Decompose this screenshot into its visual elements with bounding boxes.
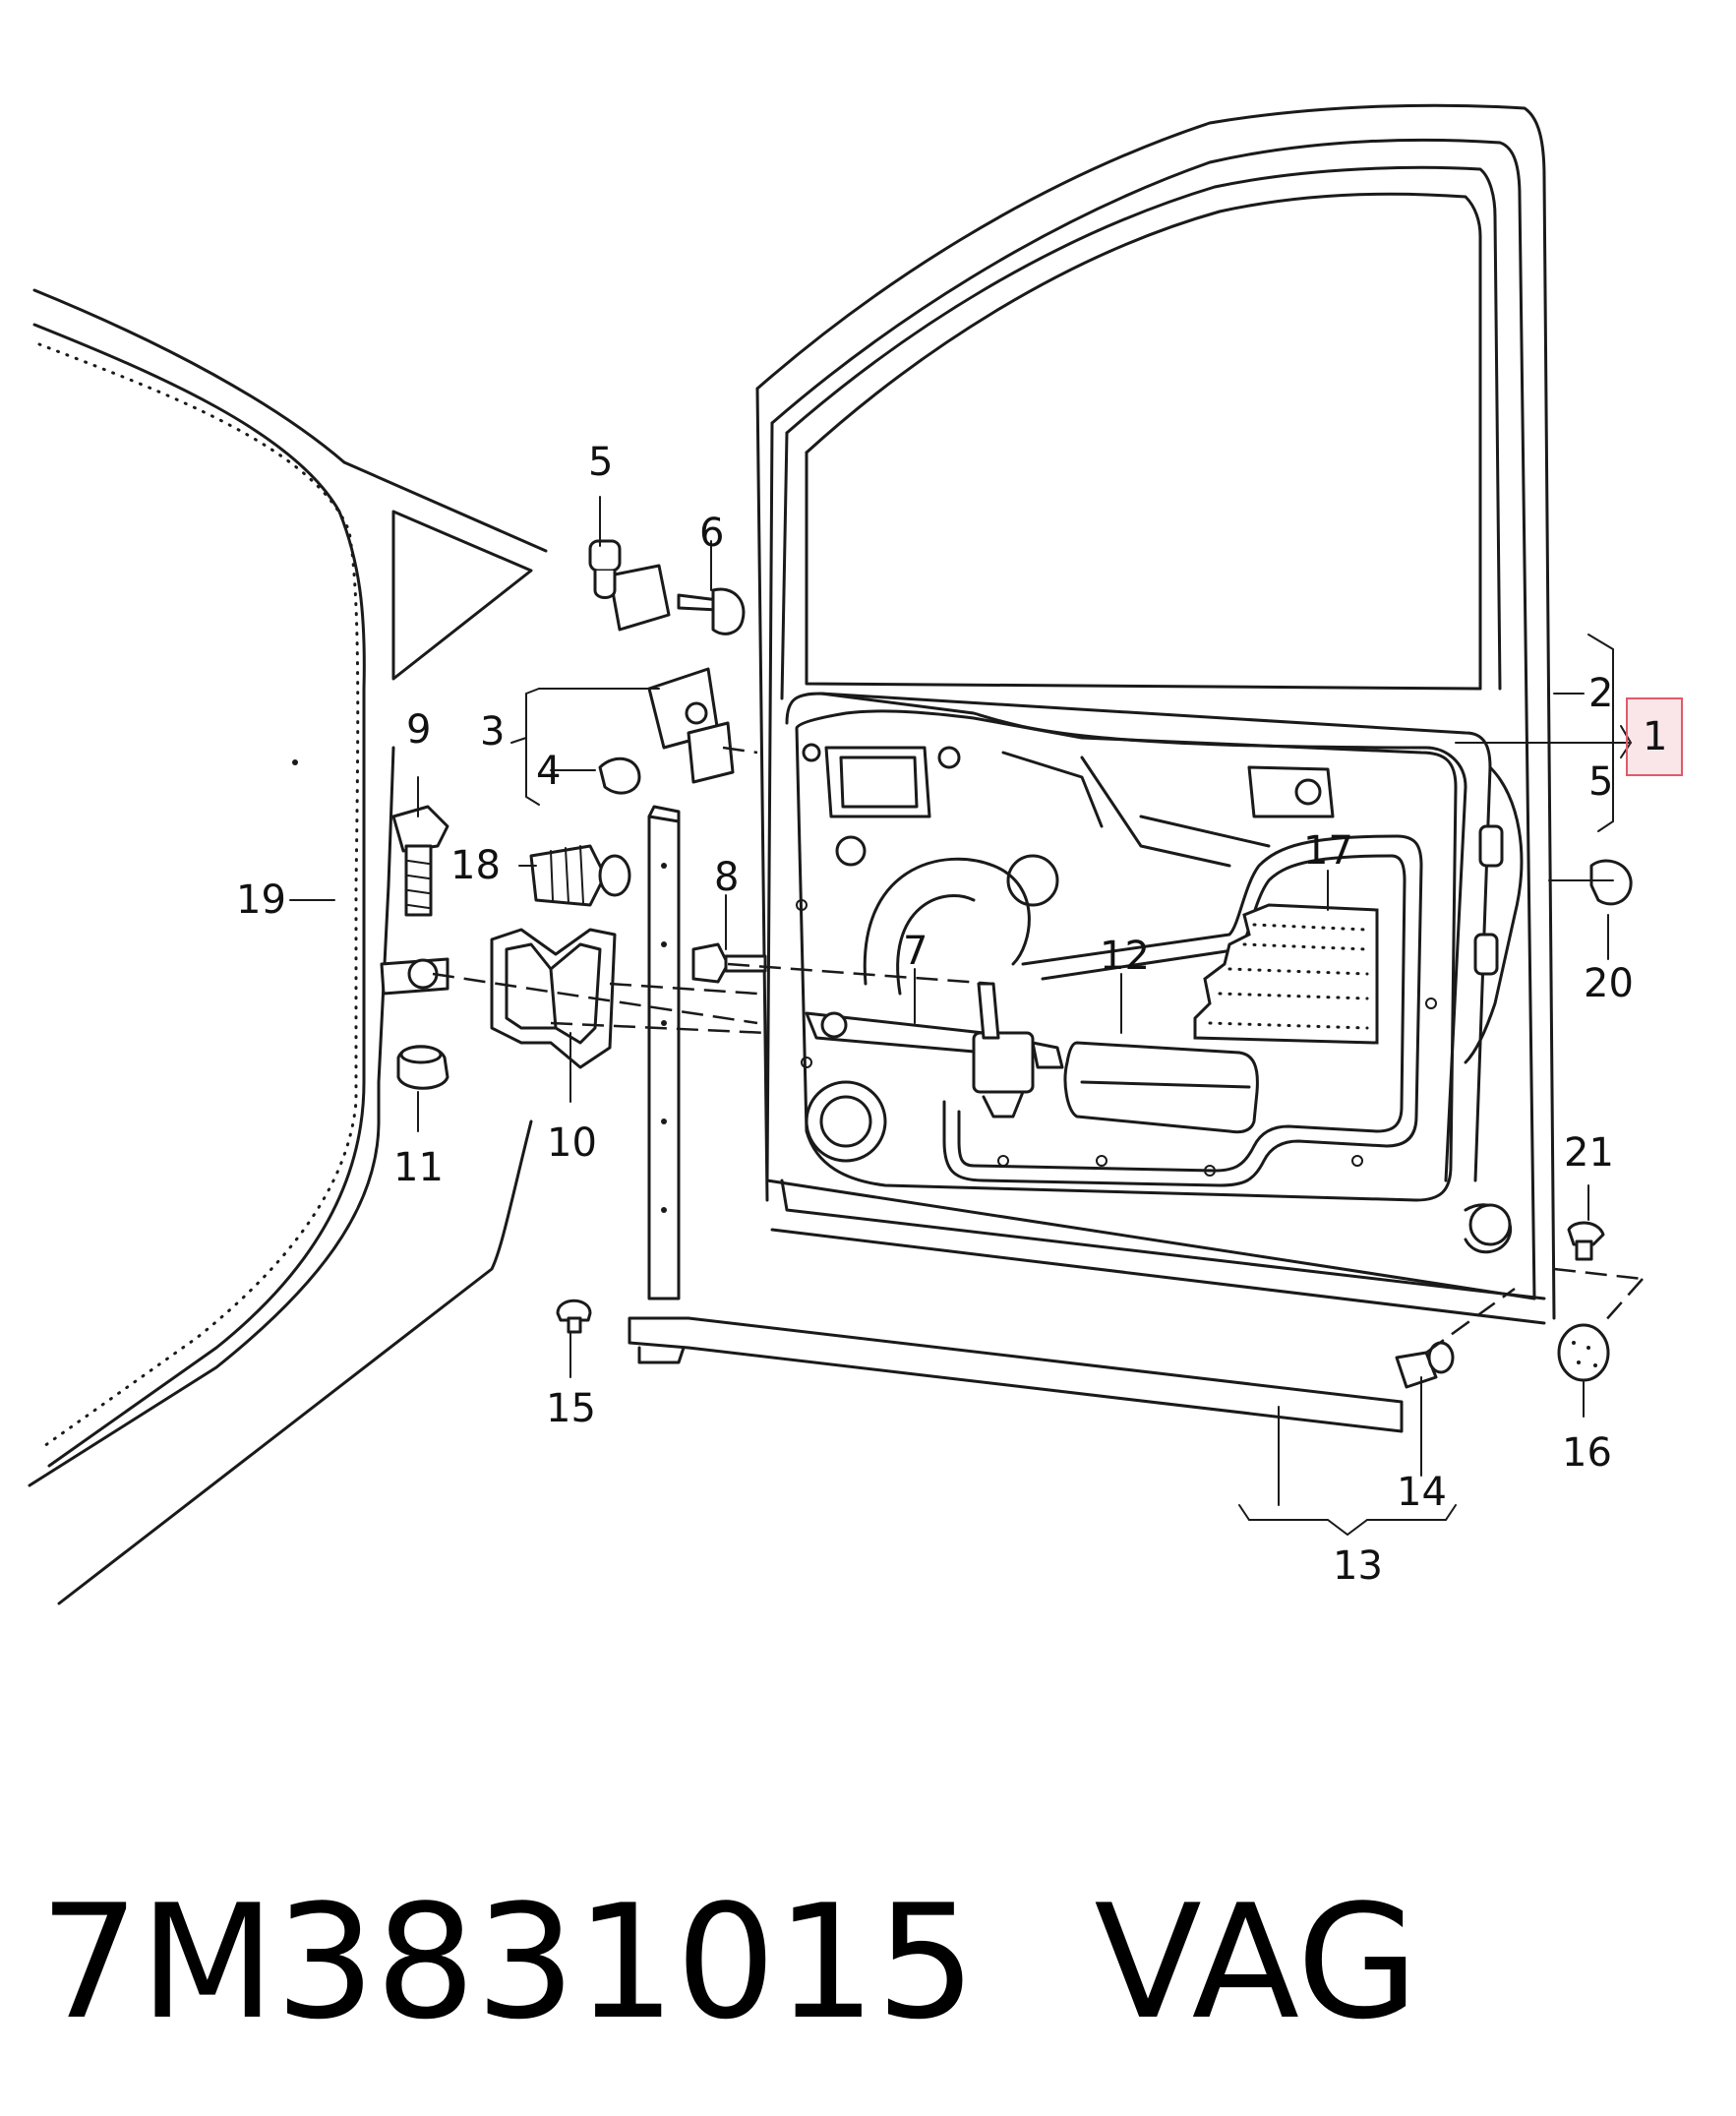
callout-16[interactable]: 16: [1562, 1430, 1612, 1476]
part-14-bumper: [1395, 1341, 1455, 1389]
callout-19[interactable]: 19: [236, 877, 286, 923]
callout-1-highlight: [1626, 697, 1683, 776]
callout-20[interactable]: 20: [1584, 961, 1634, 1006]
brand-name: VAG: [1094, 1870, 1419, 2054]
callout-21[interactable]: 21: [1564, 1130, 1614, 1176]
part-8-screw: [691, 942, 767, 984]
callout-10[interactable]: 10: [547, 1120, 597, 1166]
part-15-clip: [556, 1299, 592, 1334]
module-carrier: [795, 709, 1524, 1254]
door-panel: [755, 103, 1556, 1325]
part-12-motor-cover: [1063, 1041, 1259, 1134]
callout-15[interactable]: 15: [546, 1386, 596, 1431]
lower-hinge-pin: [380, 957, 449, 996]
callout-12[interactable]: 12: [1100, 934, 1150, 979]
body-pillar: [28, 288, 548, 1605]
leader-lines: [289, 496, 1633, 1537]
callout-4[interactable]: 4: [536, 749, 561, 794]
part-11-nut: [396, 1045, 449, 1090]
callout-9[interactable]: 9: [406, 707, 431, 753]
lower-hinge: [598, 667, 735, 795]
door-seal-strip: [628, 805, 1404, 1433]
callout-17[interactable]: 17: [1303, 828, 1353, 874]
callout-13[interactable]: 13: [1333, 1543, 1383, 1589]
callout-6[interactable]: 6: [699, 511, 724, 556]
part-18-buffer: [529, 844, 631, 907]
callout-5-right[interactable]: 5: [1588, 759, 1613, 805]
callout-5-hinge[interactable]: 5: [588, 440, 613, 485]
part-9-bolt: [391, 805, 449, 917]
callout-8[interactable]: 8: [714, 855, 739, 900]
callout-18[interactable]: 18: [450, 843, 501, 888]
callout-1[interactable]: 1: [1643, 714, 1667, 759]
part-10-stop-bracket: [490, 928, 617, 1069]
part-20-cap: [1589, 859, 1633, 906]
door-exploded-diagram: 1 2 3 4 5 5 6 7 8 9 10 11 12 13 14 15 16…: [28, 103, 1683, 1605]
callout-2[interactable]: 2: [1588, 671, 1613, 716]
hole-icon: [292, 759, 298, 765]
callout-14[interactable]: 14: [1397, 1470, 1447, 1515]
part-17-insulation-pad: [1193, 903, 1379, 1045]
part-16-plug: [1557, 1323, 1610, 1382]
callout-7[interactable]: 7: [903, 929, 928, 974]
callout-11[interactable]: 11: [393, 1145, 444, 1190]
part-21-screw: [1567, 1221, 1605, 1261]
callout-3[interactable]: 3: [480, 709, 505, 755]
upper-hinge: [588, 539, 746, 635]
assembly-lines: [432, 746, 1644, 1355]
callout-labels: 1 2 3 4 5 5 6 7 8 9 10 11 12 13 14 15 16…: [236, 440, 1683, 1589]
part-number: 7M3831015: [39, 1870, 977, 2054]
